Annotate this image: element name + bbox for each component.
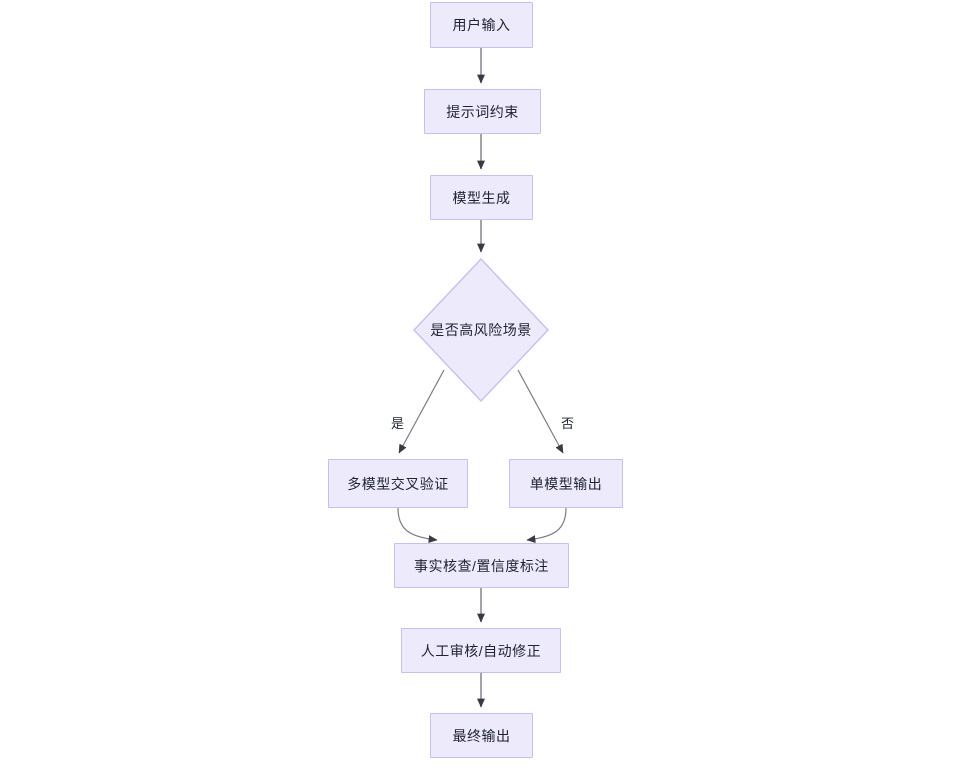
node-model-generation[interactable]: 模型生成 bbox=[430, 175, 533, 220]
node-user-input[interactable]: 用户输入 bbox=[430, 2, 533, 48]
edge-n6-n7 bbox=[526, 507, 567, 544]
node-label: 用户输入 bbox=[452, 17, 511, 33]
node-fact-check-confidence[interactable]: 事实核查/置信度标注 bbox=[394, 543, 569, 588]
node-prompt-constraint[interactable]: 提示词约束 bbox=[424, 89, 541, 134]
diamond-shape bbox=[413, 258, 549, 402]
node-label: 单模型输出 bbox=[529, 475, 603, 492]
node-label: 是否高风险场景 bbox=[430, 322, 532, 338]
node-final-output[interactable]: 最终输出 bbox=[430, 713, 533, 758]
node-single-model-output[interactable]: 单模型输出 bbox=[509, 459, 623, 508]
node-label: 人工审核/自动修正 bbox=[420, 642, 542, 659]
node-label: 多模型交叉验证 bbox=[347, 475, 449, 492]
edge-n5-n7 bbox=[397, 507, 438, 544]
node-label: 提示词约束 bbox=[446, 103, 519, 120]
node-label: 最终输出 bbox=[452, 727, 511, 744]
node-human-review-auto-correct[interactable]: 人工审核/自动修正 bbox=[401, 628, 561, 673]
node-label: 模型生成 bbox=[452, 189, 511, 206]
edge-label-yes: 是 bbox=[389, 416, 407, 433]
node-high-risk-decision[interactable]: 是否高风险场景 bbox=[413, 258, 549, 402]
node-label: 事实核查/置信度标注 bbox=[414, 557, 549, 574]
node-multi-model-cross-validation[interactable]: 多模型交叉验证 bbox=[328, 459, 468, 508]
edge-label-no: 否 bbox=[559, 416, 577, 433]
